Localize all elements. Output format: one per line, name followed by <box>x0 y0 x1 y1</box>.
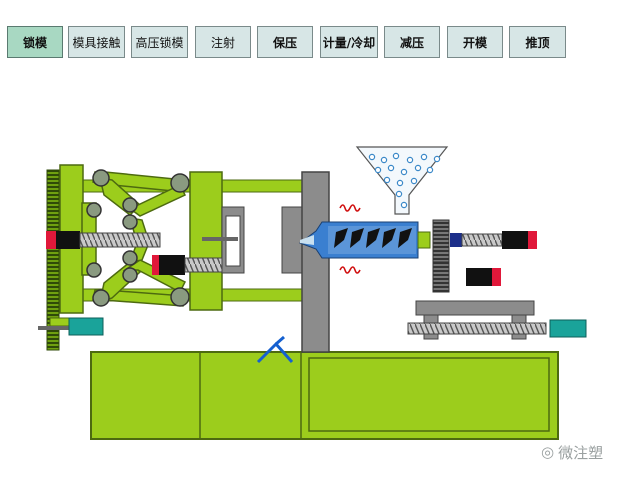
carriage-assembly <box>407 300 587 340</box>
step-button-decompression[interactable]: 减压 <box>384 26 440 58</box>
watermark: ◎ 微注塑 <box>541 440 603 464</box>
machine-base <box>90 351 559 440</box>
fixed-mold-half <box>281 206 303 274</box>
injection-molding-machine-diagram <box>38 146 587 440</box>
injection-cylinder <box>450 231 537 249</box>
injection-gear <box>432 219 450 293</box>
process-step-toolbar: 锁模 模具接触 高压锁模 注射 保压 计量/冷却 减压 开模 推顶 <box>0 0 640 62</box>
stationary-platen <box>301 171 330 353</box>
toggle-pivots <box>86 169 190 307</box>
step-button-mold-contact[interactable]: 模具接触 <box>68 26 125 58</box>
step-button-clamp[interactable]: 锁模 <box>7 26 63 58</box>
rear-gear-column <box>46 169 60 351</box>
watermark-text: 微注塑 <box>558 443 604 462</box>
wechat-icon: ◎ <box>541 443 555 461</box>
clamp-cylinder <box>46 231 161 249</box>
barrel-heaters <box>339 204 361 274</box>
step-button-injection[interactable]: 注射 <box>195 26 251 58</box>
step-button-mold-open[interactable]: 开模 <box>447 26 503 58</box>
ejector-cylinder <box>152 255 224 275</box>
step-button-high-pressure-clamp[interactable]: 高压锁模 <box>131 26 188 58</box>
screw-motor <box>466 268 501 286</box>
clamp-motor <box>68 317 104 336</box>
step-button-ejection[interactable]: 推顶 <box>509 26 566 58</box>
ejector-indicator-arrow <box>256 335 294 364</box>
injection-barrel <box>298 221 431 259</box>
moving-mold-half <box>202 206 245 274</box>
step-button-hold-pressure[interactable]: 保压 <box>257 26 313 58</box>
hopper <box>355 146 449 215</box>
step-button-metering-cooling[interactable]: 计量/冷却 <box>320 26 378 58</box>
